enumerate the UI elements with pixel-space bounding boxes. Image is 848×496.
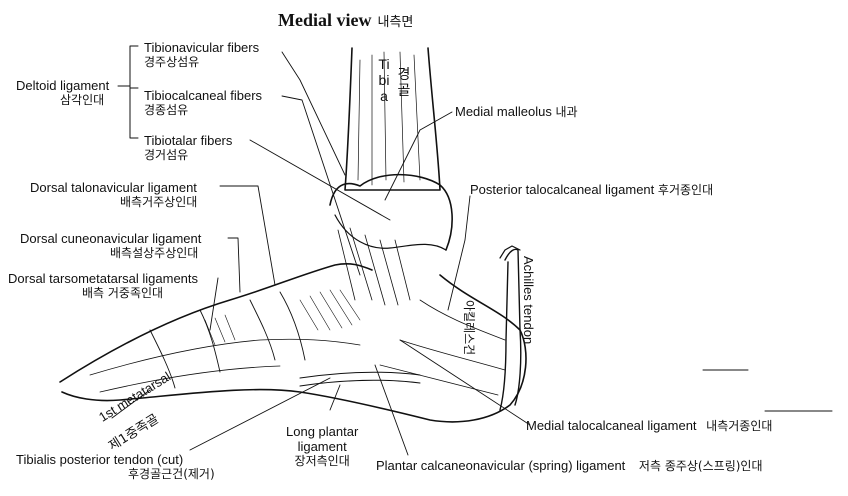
label-achilles-en: Achilles tendon	[521, 256, 536, 344]
tibiocalcaneal-en: Tibiocalcaneal fibers	[144, 88, 263, 103]
label-posterior-talocalcaneal: Posterior talocalcaneal ligament 후거종인대	[470, 182, 713, 198]
medial-malleolus-ko: 내과	[555, 105, 578, 119]
label-medial-malleolus: Medial malleolus 내과	[455, 104, 578, 120]
dorsal-cuneonavicular-en: Dorsal cuneonavicular ligament	[20, 231, 202, 246]
label-long-plantar: Long plantar ligament 장저측인대	[286, 424, 358, 469]
leader-medial-malleolus	[384, 111, 453, 201]
tibia-bone	[344, 47, 441, 191]
leader-posterior-talocalcaneal	[447, 195, 471, 311]
long-plantar-line2: ligament	[297, 439, 347, 454]
label-tibiocalcaneal: Tibiocalcaneal fibers 경종섬유	[144, 88, 262, 118]
dorsal-talonavicular-ko: 배측거주상인대	[120, 195, 198, 209]
label-medial-talocalcaneal: Medial talocalcaneal ligament 내측거종인대	[526, 418, 772, 434]
achilles-en: Achilles tendon	[521, 256, 536, 345]
posterior-talocalcaneal-en: Posterior talocalcaneal ligament	[470, 182, 655, 197]
medial-talocalcaneal-en: Medial talocalcaneal ligament	[526, 418, 697, 433]
medial-malleolus-en: Medial malleolus	[455, 104, 552, 119]
tibionavicular-ko: 경주상섬유	[144, 55, 200, 69]
deltoid-en: Deltoid ligament	[16, 78, 110, 93]
leader-first-metatarsal	[111, 389, 151, 419]
tibiotalar-en: Tibiotalar fibers	[144, 133, 233, 148]
title-en: Medial view	[278, 10, 372, 30]
leader-tibionavicular	[281, 51, 346, 176]
leader-dorsal-tarsometatarsal	[209, 277, 219, 331]
posterior-talocalcaneal-ko: 후거종인대	[657, 183, 714, 197]
dorsal-tarsometatarsal-en: Dorsal tarsometatarsal ligaments	[8, 271, 199, 286]
achilles-ko: 아킬레스건	[462, 300, 476, 356]
tibia-label-ko: 경골	[397, 66, 411, 98]
figure-title: Medial view 내측면	[278, 10, 413, 31]
tibionavicular-en: Tibionavicular fibers	[144, 40, 260, 55]
long-plantar-ko: 장저측인대	[294, 454, 350, 468]
label-tibionavicular: Tibionavicular fibers 경주상섬유	[144, 40, 259, 70]
leader-tibiotalar	[249, 139, 391, 221]
label-spring-ligament: Plantar calcaneonavicular (spring) ligam…	[376, 458, 763, 474]
tibia-label-en: Tibia	[378, 56, 390, 104]
long-plantar-line1: Long plantar	[286, 424, 359, 439]
dorsal-tarsometatarsal-ko: 배측 거중족인대	[82, 286, 164, 300]
tibialis-posterior-en: Tibialis posterior tendon (cut)	[16, 452, 184, 467]
medial-talocalcaneal-ko: 내측거종인대	[706, 419, 773, 433]
foot-outline	[59, 263, 373, 383]
label-tibiotalar: Tibiotalar fibers 경거섬유	[144, 133, 232, 163]
label-dorsal-cuneonavicular: Dorsal cuneonavicular ligament 배측설상주상인대	[20, 231, 201, 261]
dorsal-cuneonavicular-ko: 배측설상주상인대	[110, 246, 199, 260]
spring-ligament-ko: 저측 종주상(스프링)인대	[638, 459, 763, 473]
leader-medial-talocalcaneal	[399, 339, 531, 426]
label-dorsal-talonavicular: Dorsal talonavicular ligament 배측거주상인대	[30, 180, 197, 210]
spring-ligament-en: Plantar calcaneonavicular (spring) ligam…	[376, 458, 626, 473]
label-tibialis-posterior: Tibialis posterior tendon (cut) 후경골근건(제거…	[16, 452, 215, 482]
leader-dorsal-talonavicular	[219, 185, 276, 286]
tibialis-posterior-ko: 후경골근건(제거)	[128, 467, 215, 481]
leader-long-plantar	[329, 384, 341, 411]
leader-tibialis-posterior	[189, 377, 331, 451]
label-achilles: 아킬레스건	[461, 300, 478, 355]
achilles-tendon	[499, 248, 522, 411]
dorsal-talonavicular-en: Dorsal talonavicular ligament	[30, 180, 197, 195]
leader-tibiocalcaneal	[281, 95, 361, 276]
deltoid-bracket	[117, 45, 139, 139]
leader-dorsal-cuneonavicular	[227, 237, 241, 293]
tibiotalar-ko: 경거섬유	[144, 148, 189, 162]
deltoid-ko: 삼각인대	[60, 93, 105, 107]
label-deltoid: Deltoid ligament 삼각인대	[16, 78, 109, 108]
label-dorsal-tarsometatarsal: Dorsal tarsometatarsal ligaments 배측 거중족인…	[8, 271, 198, 301]
title-ko: 내측면	[377, 15, 414, 30]
tibiocalcaneal-ko: 경종섬유	[144, 103, 189, 117]
leader-spring-ligament	[374, 364, 409, 456]
